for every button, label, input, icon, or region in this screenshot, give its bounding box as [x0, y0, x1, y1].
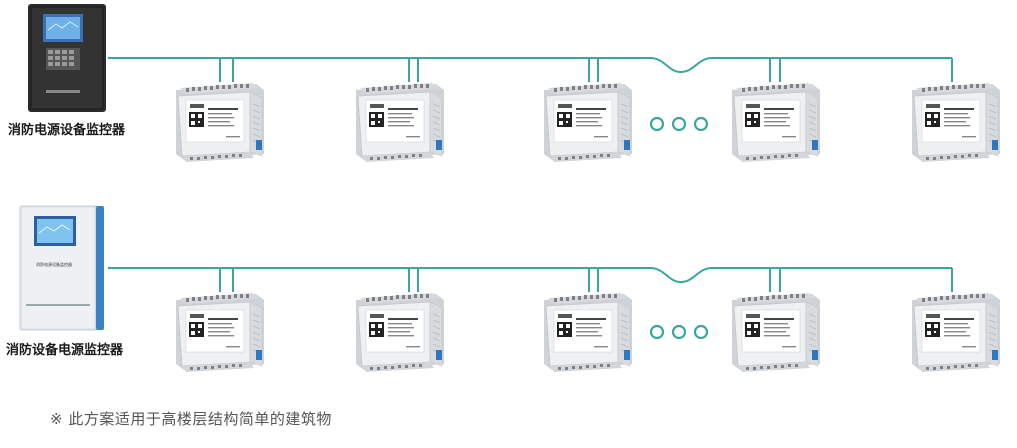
dark-cabinet-controller-icon — [28, 4, 106, 112]
row-1: 消防电源设备监控器 — [8, 4, 1001, 163]
bus-drops-row-2 — [219, 268, 953, 292]
module-row2-1 — [175, 292, 265, 373]
module-row1-5 — [911, 82, 1001, 163]
ellipsis-row-1 — [649, 116, 709, 132]
bus-line-row-2 — [108, 267, 952, 284]
module-row2-5 — [911, 292, 1001, 373]
svg-text:消防电源设备监控器: 消防电源设备监控器 — [36, 261, 72, 267]
module-row1-3 — [543, 82, 633, 163]
bus-drops-row-1 — [219, 58, 953, 82]
module-row1-2 — [355, 82, 445, 163]
controller-label-row-1: 消防电源设备监控器 — [8, 122, 126, 138]
ellipsis-row-2 — [649, 324, 709, 340]
footnote-text: ※ 此方案适用于高楼层结构简单的建筑物 — [50, 410, 332, 428]
module-row1-4 — [731, 82, 821, 163]
controller-label-row-2: 消防设备电源监控器 — [6, 342, 124, 358]
module-row1-1 — [175, 82, 265, 163]
bus-line-row-1 — [108, 57, 952, 74]
module-row2-4 — [731, 292, 821, 373]
module-row2-2 — [355, 292, 445, 373]
module-row2-3 — [543, 292, 633, 373]
row-2: 消防电源设备监控器 消防设备电源监控器 — [6, 205, 1001, 373]
light-cabinet-controller-icon: 消防电源设备监控器 — [19, 205, 104, 331]
